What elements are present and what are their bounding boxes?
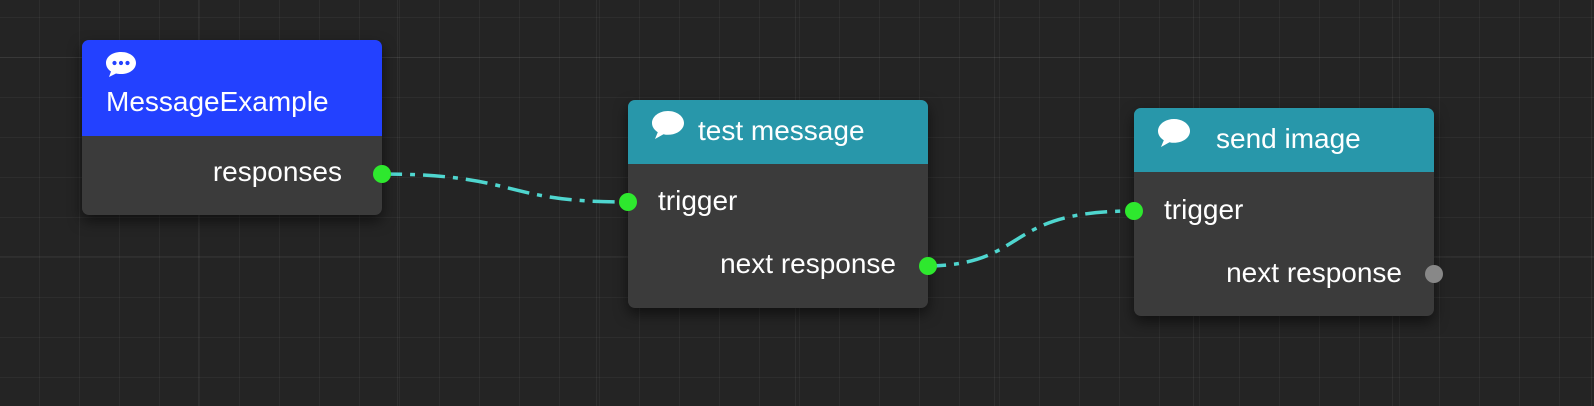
output-port-responses[interactable]	[373, 165, 391, 183]
output-label: next response	[720, 248, 896, 279]
wire-responses-to-trigger[interactable]	[379, 172, 627, 204]
output-port-next-response[interactable]	[919, 257, 937, 275]
input-port-trigger[interactable]	[619, 193, 637, 211]
node-title: send image	[1216, 123, 1361, 154]
node-message-example[interactable]: MessageExample responses	[82, 40, 391, 215]
input-label: trigger	[1164, 194, 1244, 225]
chat-bubble-icon	[1156, 117, 1192, 154]
input-label: trigger	[658, 185, 738, 216]
wire-next-response-to-trigger[interactable]	[923, 209, 1133, 268]
output-label: responses	[212, 156, 342, 187]
output-port-next-response[interactable]	[1425, 265, 1443, 283]
output-label: next response	[1226, 257, 1402, 288]
node-send-image[interactable]: send image trigger next response	[1125, 108, 1443, 316]
node-header[interactable]: send image	[1134, 108, 1434, 172]
node-test-message[interactable]: test message trigger next response	[619, 100, 937, 308]
chat-bubble-icon	[104, 50, 138, 83]
node-title: MessageExample	[106, 86, 329, 117]
node-title: test message	[698, 115, 865, 146]
input-port-trigger[interactable]	[1125, 202, 1143, 220]
chat-bubble-icon	[650, 109, 686, 146]
node-header[interactable]: test message	[628, 100, 928, 164]
node-header[interactable]: MessageExample	[82, 40, 382, 136]
